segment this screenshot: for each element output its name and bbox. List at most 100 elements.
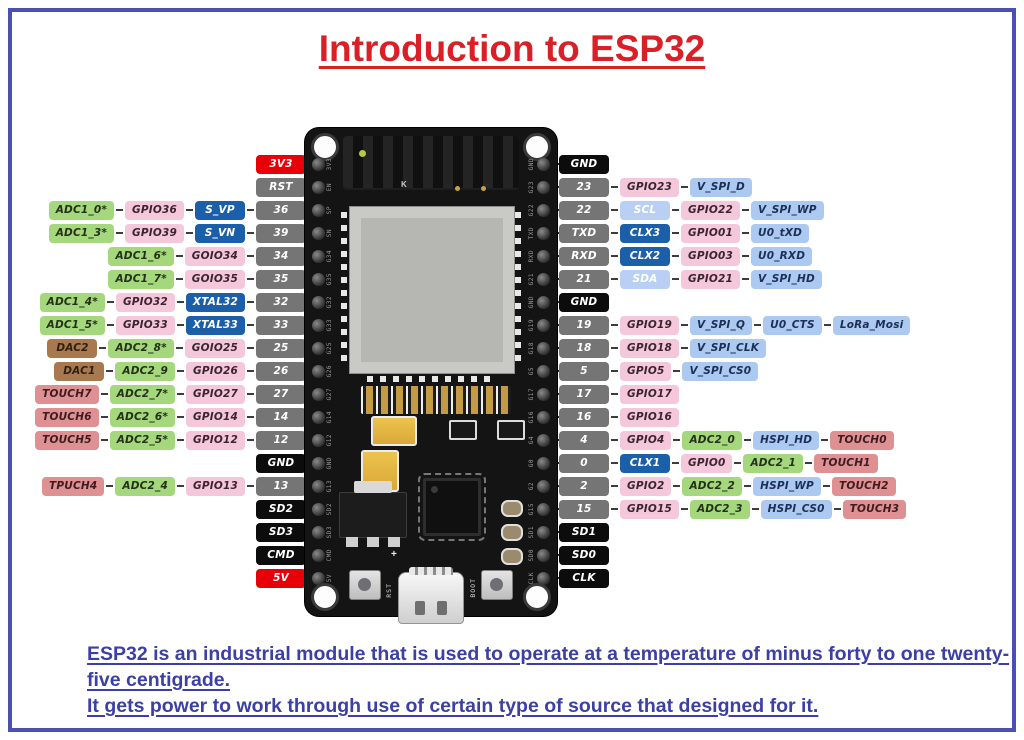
- pin-pad: [537, 249, 550, 263]
- pin-pad: [537, 272, 550, 286]
- silkscreen-label: G5: [528, 366, 535, 376]
- badge-hspi-wp: HSPI_WP: [753, 476, 821, 496]
- silkscreen-label: G19: [528, 318, 535, 332]
- connector-line: [175, 255, 183, 257]
- badge-v-spi-d: V_SPI_D: [689, 177, 752, 197]
- badge-gpio17: GPIO17: [620, 384, 679, 404]
- badge-adc1-6-: ADC1_6*: [108, 246, 174, 266]
- badge-touch7: TOUCH7: [35, 384, 99, 404]
- badge-hspi-hd: HSPI_HD: [753, 430, 820, 450]
- badge-clx1: CLX1: [620, 453, 670, 473]
- badge-s-vp: S_VP: [195, 200, 245, 220]
- badge-adc2-9: ADC2_9: [115, 361, 176, 381]
- shield-lid: [361, 218, 503, 362]
- mounting-hole: [311, 133, 339, 161]
- pin-pad-row: G19: [528, 318, 550, 332]
- connector-line: [611, 485, 618, 487]
- shield-pads-right: [515, 212, 521, 366]
- silkscreen-label: G34: [326, 249, 333, 263]
- connector-line: [99, 347, 107, 349]
- badge-dac2: DAC2: [47, 338, 98, 358]
- badge-36: 36: [256, 200, 306, 220]
- badge-23: 23: [559, 177, 609, 197]
- rst-button[interactable]: [349, 570, 381, 600]
- connector-line: [611, 255, 618, 257]
- badge-5v: 5V: [256, 568, 306, 588]
- pin-row: SD2: [256, 499, 322, 519]
- pin-pad: [312, 249, 325, 263]
- connector-line: [611, 370, 618, 372]
- badge-adc1-7-: ADC1_7*: [108, 269, 174, 289]
- badge-adc2-5-: ADC2_5*: [109, 430, 176, 450]
- connector-line: [680, 508, 688, 510]
- connector-line: [611, 278, 618, 280]
- silkscreen-label: G2: [528, 481, 535, 491]
- badge-gpio03: GPIO03: [681, 246, 740, 266]
- transistor: [497, 420, 525, 440]
- pin-pad-row: G23: [528, 180, 550, 194]
- badge-adc2-3: ADC2_3: [689, 499, 750, 519]
- badge-hspi-cs0: HSPI_CS0: [760, 499, 832, 519]
- connector-line: [186, 209, 193, 211]
- badge-rxd: RXD: [559, 246, 609, 266]
- pin-pad: [537, 295, 550, 309]
- pin-pad: [537, 456, 550, 470]
- badge-gpio13: GPIO13: [186, 476, 245, 496]
- connector-line: [741, 209, 749, 211]
- silkscreen-label: G23: [528, 180, 535, 194]
- badge-dac1: DAC1: [54, 361, 105, 381]
- silkscreen-label: GND: [326, 456, 333, 470]
- silkscreen-label: G4: [528, 435, 535, 445]
- badge-gpio19: GPIO19: [620, 315, 679, 335]
- pin-pad-row: G32: [312, 295, 333, 309]
- connector-line: [680, 347, 688, 349]
- silkscreen-label: G15: [528, 502, 535, 516]
- connector-line: [805, 462, 813, 464]
- connector-line: [744, 485, 752, 487]
- pin-pad: [312, 295, 325, 309]
- pin-pad-row: GND: [528, 157, 550, 171]
- silkscreen-label: RXD: [528, 249, 535, 263]
- connector-line: [247, 209, 254, 211]
- connector-line: [247, 393, 254, 395]
- silkscreen-label: GND: [528, 295, 535, 309]
- shield-pads-bottom: [367, 376, 495, 382]
- badge-gpio16: GPIO16: [620, 407, 679, 427]
- pin-pad-row: SD1: [528, 525, 550, 539]
- connector-line: [176, 301, 184, 303]
- pin-pad-row: G15: [528, 502, 550, 516]
- connector-line: [106, 301, 114, 303]
- badge-tpuch4: TPUCH4: [42, 476, 105, 496]
- pin-pad-row: SD2: [312, 502, 333, 516]
- badge-gpio23: GPIO23: [620, 177, 679, 197]
- badge-gnd: GND: [256, 453, 306, 473]
- connector-line: [821, 439, 829, 441]
- connector-line: [672, 278, 679, 280]
- pin-pad-row: GND: [528, 295, 550, 309]
- pin-row: 5V: [256, 568, 322, 588]
- pin-pad: [537, 433, 550, 447]
- connector-line: [611, 439, 618, 441]
- pin-pad-row: CLK: [528, 571, 550, 585]
- badge-gpio14: GPIO14: [186, 407, 245, 427]
- connector-line: [611, 324, 618, 326]
- connector-line: [672, 255, 679, 257]
- silkscreen-label: G26: [326, 364, 333, 378]
- pin-pad-row: EN: [312, 180, 333, 194]
- boot-button[interactable]: [481, 570, 513, 600]
- connector-line: [741, 255, 749, 257]
- description-line-2: It gets power to work through use of cer…: [87, 694, 819, 717]
- pin-pad-row: G4: [528, 433, 550, 447]
- pin-pad: [537, 571, 550, 585]
- connector-line: [116, 209, 124, 211]
- connector-line: [672, 462, 679, 464]
